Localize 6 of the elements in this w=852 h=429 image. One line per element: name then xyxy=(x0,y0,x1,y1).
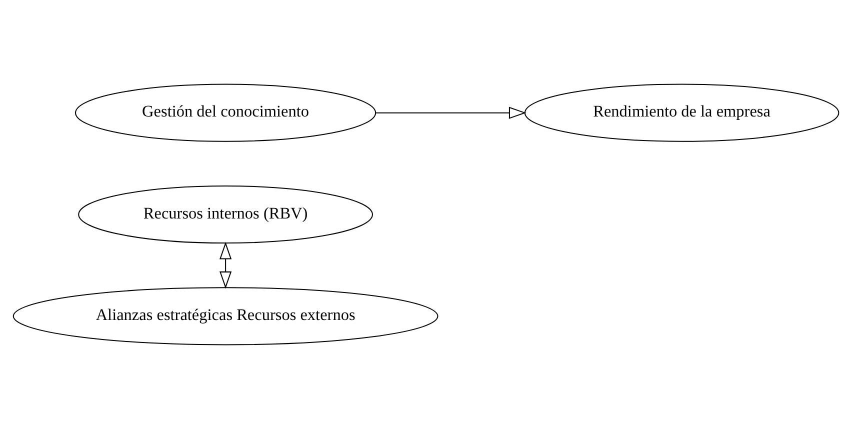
node-ellipse: Recursos internos (RBV) xyxy=(78,185,373,244)
arrow xyxy=(220,242,232,289)
arrow xyxy=(376,106,526,119)
node-ellipse: Alianzas estratégicas Recursos externos xyxy=(12,287,438,346)
node-ellipse: Gestión del conocimiento xyxy=(75,84,376,142)
node-ellipse: Rendimiento de la empresa xyxy=(524,84,840,142)
